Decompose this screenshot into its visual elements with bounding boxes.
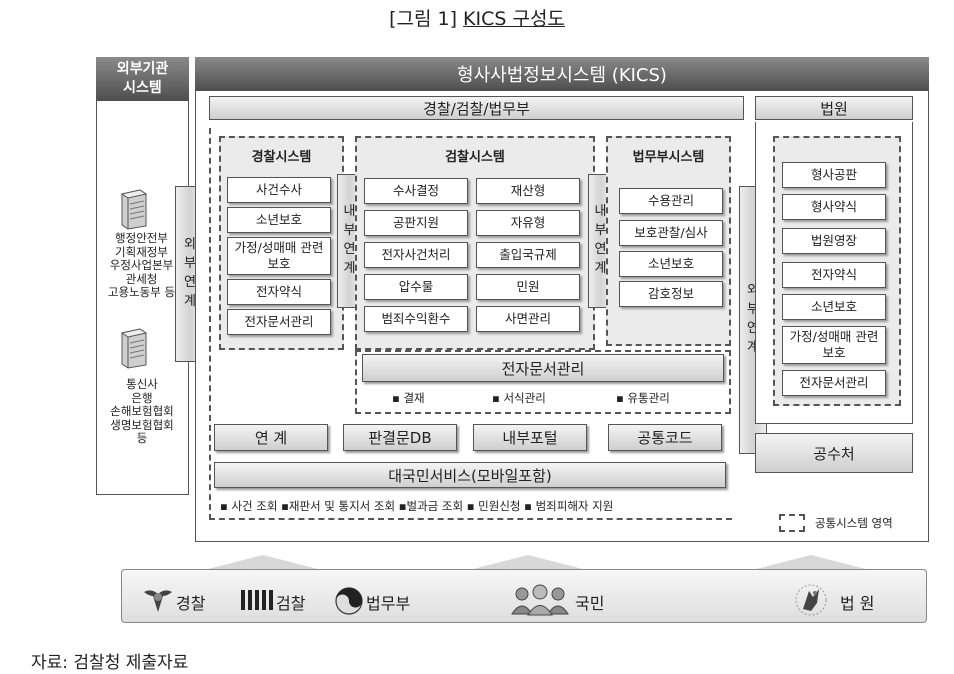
external-title-line2: 시스템 bbox=[123, 80, 162, 96]
civil-service-bullets: ▪ 사건 조회 ▪재판서 및 통지서 조회 ▪벌과금 조회 ▪ 민원신청 ▪ 범… bbox=[220, 499, 614, 513]
link-char: 부 bbox=[594, 223, 607, 239]
court-emblem-icon bbox=[795, 584, 827, 616]
legend-dashed-symbol bbox=[779, 514, 805, 532]
external-systems-title: 외부기관 시스템 bbox=[96, 57, 189, 101]
prosecution-item: 출입국규제 bbox=[476, 242, 580, 268]
external-org: 행정안전부 bbox=[115, 231, 168, 245]
kics-title: 형사사법정보시스템 (KICS) bbox=[195, 57, 929, 91]
justice-item: 소년보호 bbox=[619, 251, 723, 277]
court-item: 형사공판 bbox=[782, 162, 886, 188]
external-systems-panel bbox=[96, 57, 189, 495]
footer-citizen: 국민 bbox=[575, 594, 605, 613]
link-char: 내 bbox=[594, 204, 607, 220]
justice-item: 감호정보 bbox=[619, 281, 723, 307]
external-org: 우정사업본부 bbox=[109, 258, 174, 272]
common-system-area bbox=[209, 128, 732, 520]
link-char: 계 bbox=[747, 339, 759, 355]
citizens-icon bbox=[511, 584, 569, 616]
footer-police: 경찰 bbox=[176, 594, 206, 613]
edoc-bullet: ▪ 서식관리 bbox=[492, 391, 546, 405]
link-char: 연 bbox=[184, 275, 196, 290]
source-note: 자료: 검찰청 제출자료 bbox=[31, 653, 189, 673]
common-bar: 경찰/검찰/법무부 bbox=[209, 96, 744, 120]
gongsu-box: 공수처 bbox=[755, 433, 913, 473]
caption-prefix: [그림 1] bbox=[389, 8, 464, 30]
link-char: 부 bbox=[184, 256, 196, 272]
server-icon bbox=[120, 328, 148, 369]
prosecution-item: 범죄수익환수 bbox=[364, 306, 468, 332]
link-char: 계 bbox=[343, 260, 356, 276]
external-org: 생명보험협회 bbox=[110, 417, 174, 432]
external-org: 기획재정부 bbox=[115, 244, 168, 259]
common-code-box: 공통코드 bbox=[608, 424, 722, 451]
justice-system-title: 법무부시스템 bbox=[632, 150, 705, 165]
court-item: 전자약식 bbox=[782, 262, 886, 288]
police-item: 전자약식 bbox=[227, 279, 331, 305]
link-char: 부 bbox=[343, 223, 356, 239]
up-arrow bbox=[473, 555, 583, 569]
external-group2: 통신사 은행 손해보험협회 생명보험협회 등 bbox=[100, 377, 184, 446]
external-title-line1: 외부기관 bbox=[116, 61, 169, 77]
civil-service-title: 대국민서비스(모바일포함) bbox=[214, 462, 726, 488]
court-header: 법원 bbox=[755, 96, 913, 120]
link-char: 연 bbox=[747, 321, 759, 336]
prosecution-item: 민원 bbox=[476, 274, 580, 300]
link-char: 계 bbox=[594, 260, 607, 276]
link-char: 계 bbox=[184, 293, 196, 309]
prosecution-item: 압수물 bbox=[364, 274, 468, 300]
legend-label: 공통시스템 영역 bbox=[815, 516, 893, 530]
police-item: 전자문서관리 bbox=[227, 309, 331, 335]
external-group1: 행정안전부 기획재정부 우정사업본부 관세청 고용노동부 등 bbox=[94, 231, 189, 300]
link-char: 부 bbox=[747, 302, 759, 318]
court-item: 전자문서관리 bbox=[782, 370, 886, 396]
justice-item: 보호관찰/심사 bbox=[619, 220, 723, 246]
external-org: 은행 bbox=[131, 390, 153, 405]
external-org: 통신사 bbox=[126, 377, 158, 391]
prosecution-item: 전자사건처리 bbox=[364, 242, 468, 268]
link-char: 외 bbox=[184, 237, 196, 253]
footer-prosecution: 검찰 bbox=[276, 594, 306, 613]
taegeuk-emblem-icon bbox=[335, 587, 363, 615]
link-char: 내 bbox=[343, 204, 356, 220]
police-emblem-icon bbox=[144, 590, 172, 612]
footer-justice: 법무부 bbox=[366, 594, 411, 613]
external-org: 고용노동부 등 bbox=[107, 285, 176, 299]
court-item: 형사약식 bbox=[782, 194, 886, 220]
link-box: 연 계 bbox=[214, 424, 328, 451]
police-item: 사건수사 bbox=[227, 177, 331, 203]
court-item: 소년보호 bbox=[782, 294, 886, 320]
link-char: 연 bbox=[594, 242, 607, 257]
prosecution-item: 사면관리 bbox=[476, 306, 580, 332]
caption-title: KICS 구성도 bbox=[463, 8, 565, 30]
court-item: 가정/성매매 관련보호 bbox=[782, 326, 886, 364]
prosecution-item: 수사결정 bbox=[364, 178, 468, 204]
internal-portal-box: 내부포털 bbox=[473, 424, 587, 451]
edoc-bullet: ▪ 결재 bbox=[392, 391, 425, 405]
judgment-db-box: 판결문DB bbox=[343, 424, 457, 451]
police-system-title: 경찰시스템 bbox=[251, 150, 312, 165]
server-icon bbox=[120, 189, 148, 230]
justice-item: 수용관리 bbox=[619, 188, 723, 214]
prosecution-item: 공판지원 bbox=[364, 210, 468, 236]
court-item: 법원영장 bbox=[782, 228, 886, 254]
link-char: 연 bbox=[343, 242, 356, 257]
external-org: 등 bbox=[136, 431, 148, 445]
link-char: 외 bbox=[747, 283, 759, 299]
prosecution-system-title: 검찰시스템 bbox=[445, 150, 505, 165]
up-arrow bbox=[756, 555, 866, 569]
prosecution-item: 자유형 bbox=[476, 210, 580, 236]
prosecution-item: 재산형 bbox=[476, 178, 580, 204]
edoc-panel bbox=[355, 350, 731, 414]
up-arrow bbox=[208, 555, 318, 569]
prosecution-emblem-icon bbox=[241, 590, 273, 610]
external-org: 관세청 bbox=[125, 271, 158, 286]
police-item: 소년보호 bbox=[227, 207, 331, 233]
police-item: 가정/성매매 관련보호 bbox=[227, 237, 331, 275]
edoc-title: 전자문서관리 bbox=[362, 354, 724, 382]
edoc-bullet: ▪ 유통관리 bbox=[616, 391, 670, 405]
footer-court: 법 원 bbox=[840, 594, 875, 613]
external-org: 손해보험협회 bbox=[110, 404, 174, 418]
figure-caption: [그림 1] KICS 구성도 bbox=[0, 4, 954, 31]
